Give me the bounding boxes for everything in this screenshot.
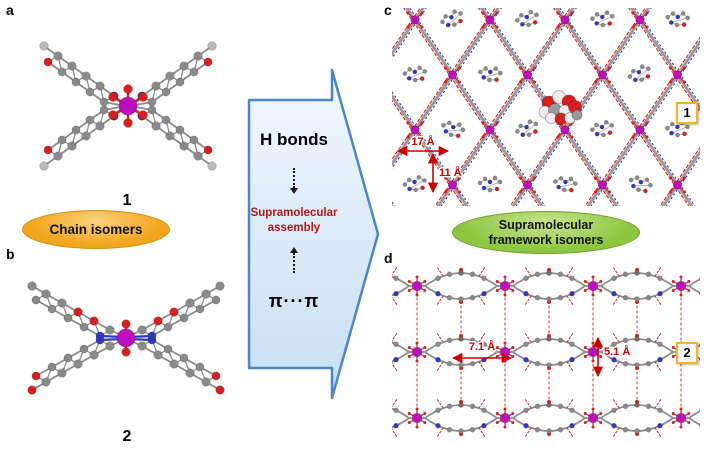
framework-isomers-text-line1: Supramolecular [498, 217, 594, 232]
panel-label-b: b [6, 246, 15, 262]
chain-isomers-badge: Chain isomers [22, 210, 170, 249]
dotted-connector-up-icon [290, 246, 298, 273]
framework-2-lattice-art [392, 266, 700, 438]
vertical-distance-label-d: 5.1 Å [604, 345, 630, 358]
panel-label-a: a [6, 2, 14, 18]
horizontal-distance-label-c: 17 Å [411, 135, 434, 148]
distance-annotations-d: 7.1 Å 5.1 Å [451, 336, 632, 378]
framework-1-packing: 17 Å 11 Å [392, 8, 700, 206]
molecule-2-art [27, 281, 225, 395]
molecule-1-art [39, 41, 217, 171]
vertical-distance-label-c: 11 Å [439, 166, 462, 179]
framework-2-packing: 7.1 Å 5.1 Å [392, 266, 700, 438]
arrow-text-stack: H bonds Supramolecular assembly π···π [248, 130, 340, 312]
hbonds-label: H bonds [260, 130, 328, 149]
molecule-2-label: 2 [122, 428, 132, 445]
guest-molecule-spacefill [538, 90, 583, 126]
arrow-shape [247, 68, 380, 400]
horizontal-distance-label-d: 7.1 Å [469, 340, 495, 353]
molecule-2-structure [27, 281, 225, 395]
framework-isomers-badge: Supramolecular framework isomers [452, 211, 640, 254]
distance-annotations-c: 17 Å 11 Å [396, 134, 463, 194]
assembly-label-line1: Supramolecular [250, 207, 338, 220]
assembly-label: Supramolecular assembly [251, 206, 338, 235]
framework-1-number-badge: 1 [676, 102, 698, 124]
dotted-connector-down-icon [290, 168, 298, 195]
assembly-arrow [247, 68, 380, 400]
framework-2-number-badge: 2 [676, 342, 698, 364]
molecule-1-structure [39, 41, 217, 171]
panel-label-c: c [384, 2, 392, 18]
framework-isomers-text-line2: framework isomers [488, 232, 604, 247]
pi-stacking-label: π···π [268, 291, 320, 311]
chain-isomers-text: Chain isomers [49, 222, 143, 237]
assembly-label-line2: assembly [267, 221, 321, 234]
framework-1-lattice-art [392, 8, 700, 206]
panel-label-d: d [384, 250, 393, 266]
molecule-1-label: 1 [122, 192, 132, 209]
